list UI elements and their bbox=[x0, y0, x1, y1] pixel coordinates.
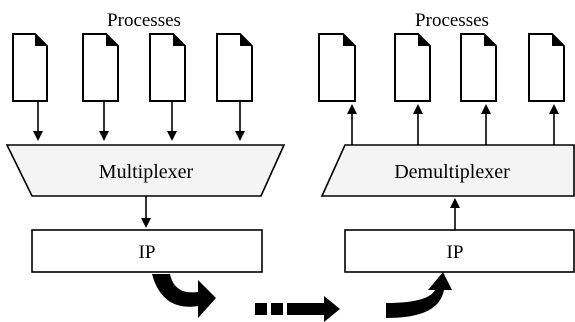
network-dash-1 bbox=[255, 303, 267, 315]
left-down-arrows bbox=[33, 101, 245, 141]
demultiplexer-label: Demultiplexer bbox=[394, 161, 510, 183]
multiplexer-box bbox=[5, 144, 286, 197]
transmission-flow bbox=[152, 272, 452, 322]
process-document bbox=[82, 33, 119, 102]
multiplexer-label: Multiplexer bbox=[99, 161, 194, 183]
process-document-fold bbox=[240, 34, 252, 46]
process-document-fold bbox=[343, 34, 355, 46]
network-arrow bbox=[287, 296, 340, 322]
process-document-fold bbox=[552, 34, 564, 46]
right-ip-box bbox=[344, 229, 575, 273]
right-process-documents bbox=[318, 33, 565, 102]
network-dash-2 bbox=[271, 303, 283, 315]
right-ip-label: IP bbox=[447, 242, 464, 263]
process-document-fold bbox=[35, 34, 47, 46]
curved-send-arrow bbox=[152, 274, 216, 318]
demultiplexer-box bbox=[320, 144, 575, 197]
right-up-arrows bbox=[347, 104, 559, 145]
process-document bbox=[394, 33, 431, 102]
process-document bbox=[528, 33, 565, 102]
left-ip-label: IP bbox=[139, 242, 156, 263]
process-document-fold bbox=[418, 34, 430, 46]
process-document bbox=[318, 33, 356, 102]
process-document bbox=[216, 33, 253, 102]
left-ip-box bbox=[31, 229, 263, 273]
process-document-fold bbox=[484, 34, 496, 46]
process-document bbox=[149, 33, 186, 102]
left-process-documents bbox=[12, 33, 253, 102]
process-document-fold bbox=[173, 34, 185, 46]
process-document-fold bbox=[106, 34, 118, 46]
curved-receive-arrow bbox=[386, 272, 452, 318]
process-document bbox=[12, 33, 48, 102]
process-document bbox=[460, 33, 497, 102]
left-processes-heading: Processes bbox=[107, 10, 181, 31]
right-processes-heading: Processes bbox=[415, 10, 489, 31]
